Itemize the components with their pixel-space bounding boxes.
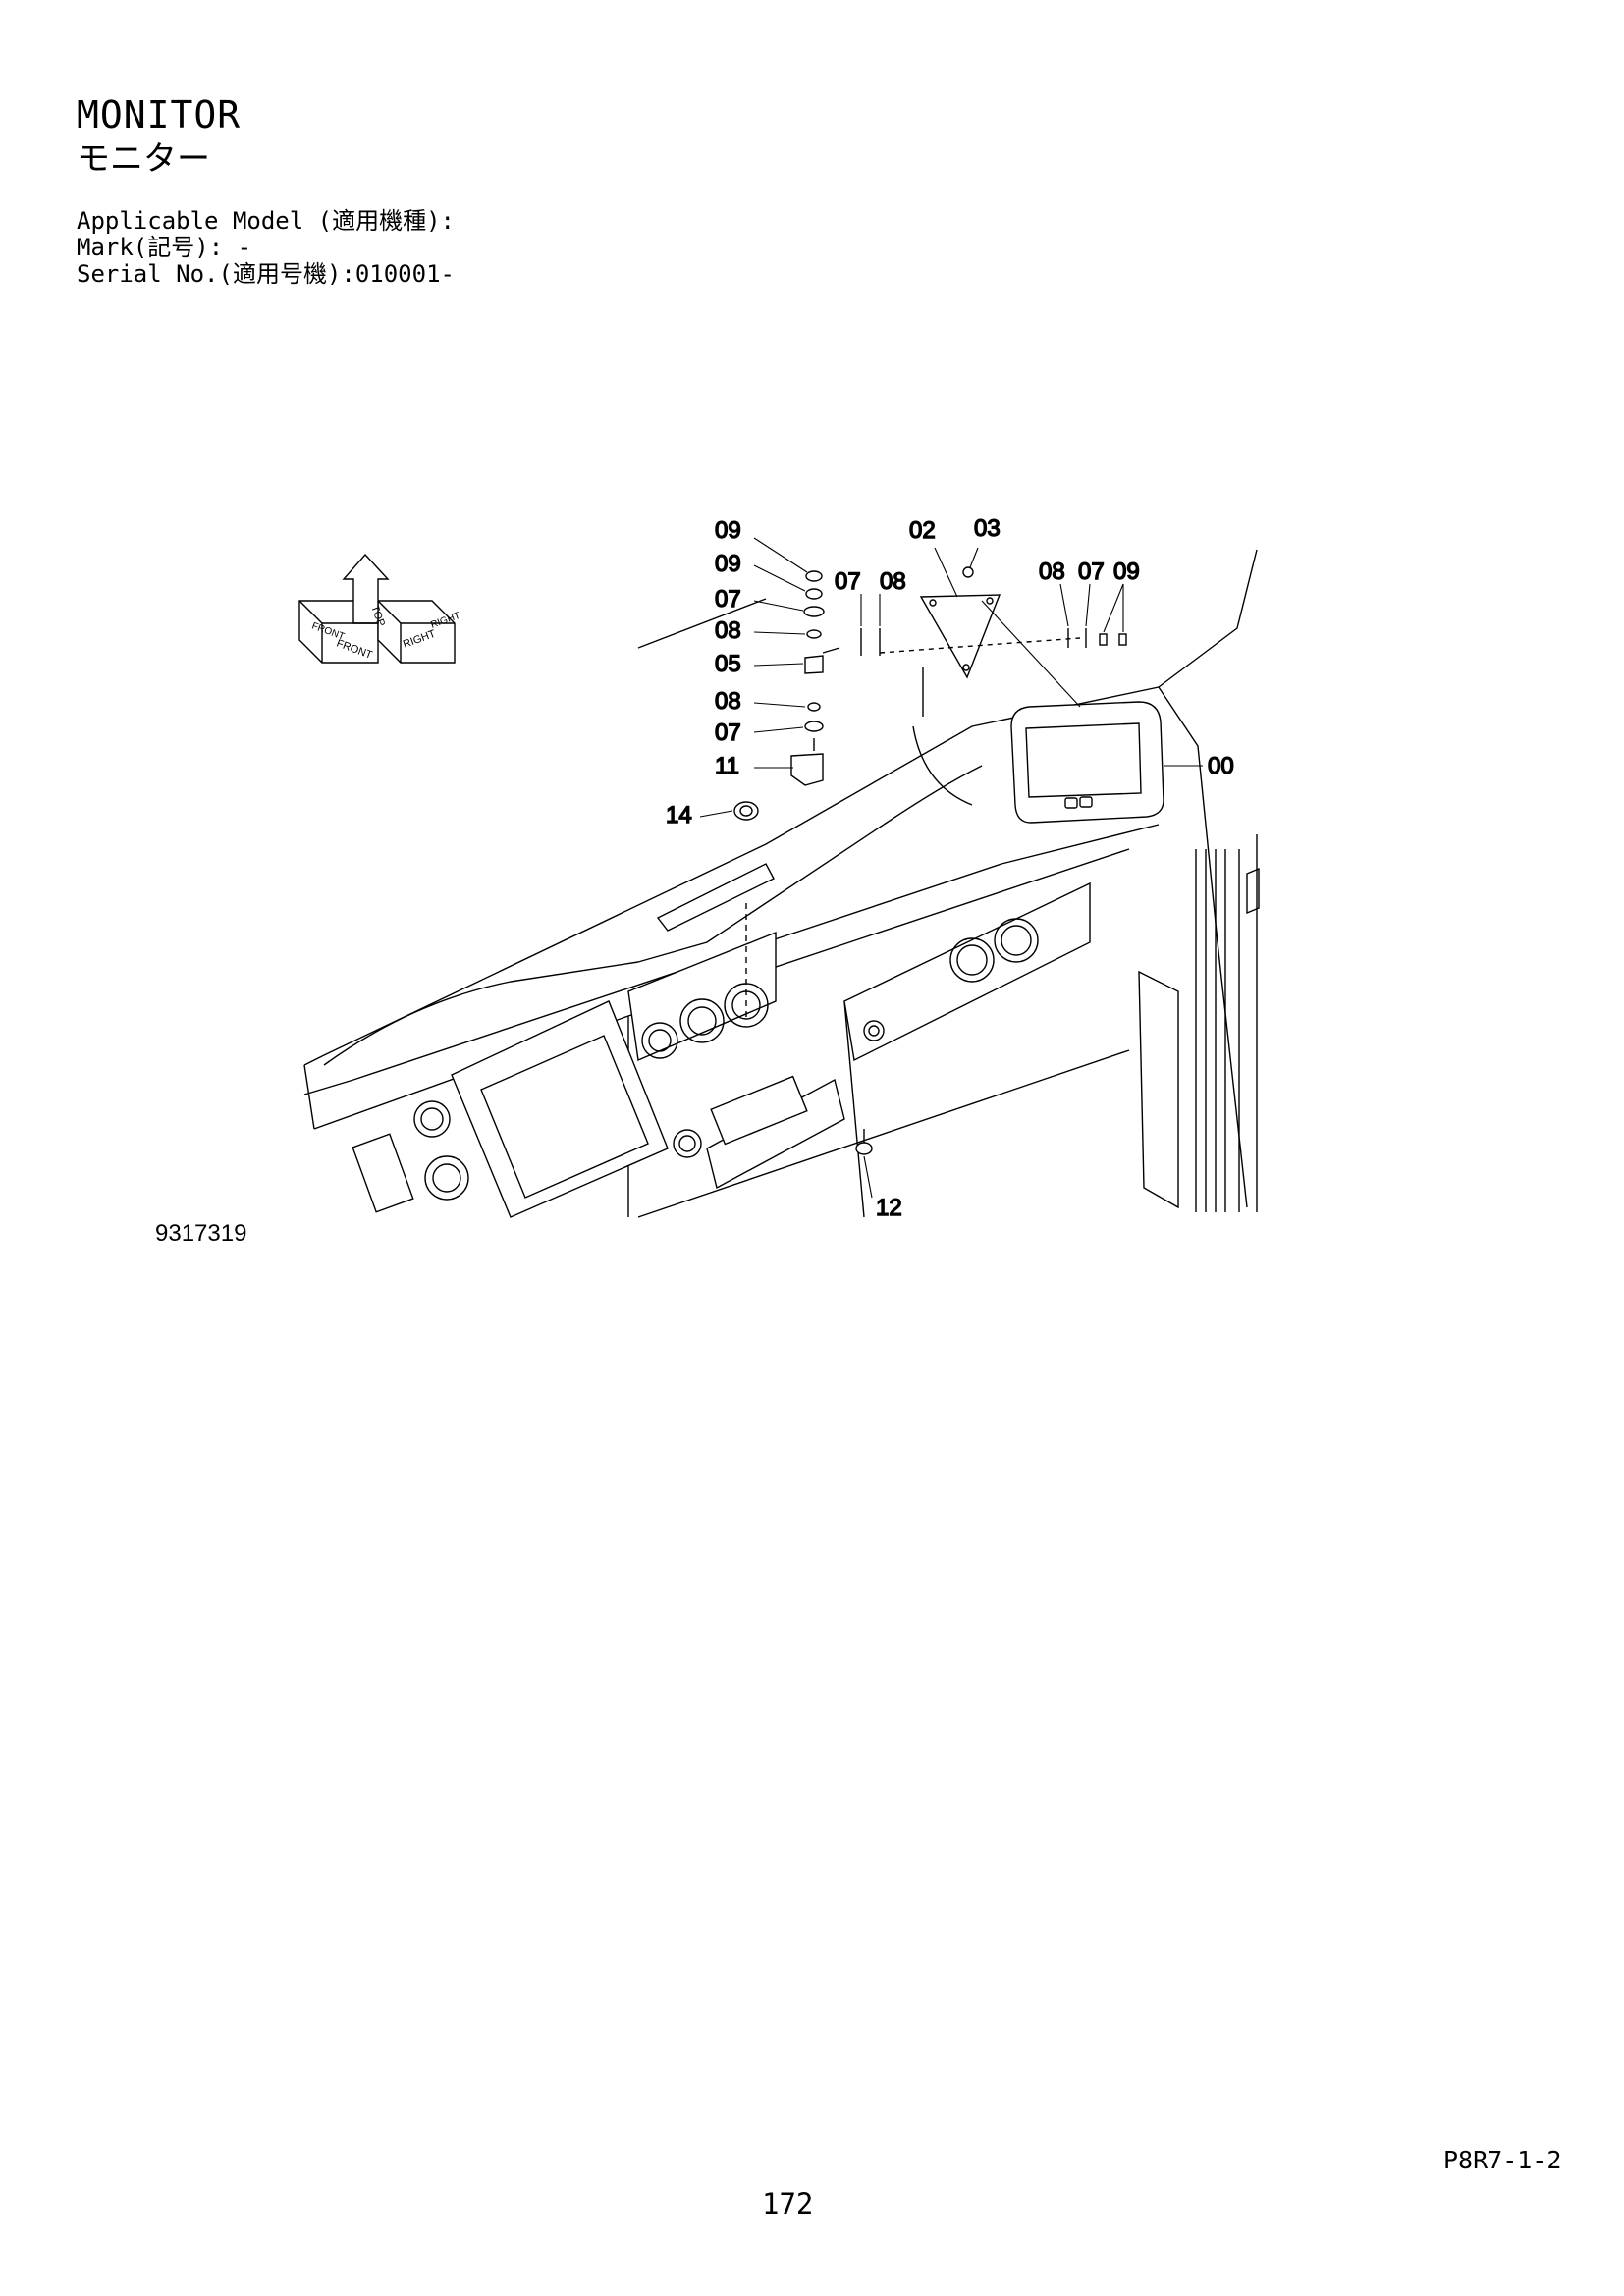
page-title: MONITOR (77, 93, 242, 136)
callout-14: 14 (666, 802, 692, 828)
callout-09-a: 09 (715, 517, 741, 544)
callout-08-d: 08 (1039, 559, 1065, 585)
page-title-japanese: モニター (77, 139, 210, 179)
cab-pillars (1138, 834, 1260, 1212)
callout-09-c: 09 (1113, 559, 1140, 585)
orientation-symbol: FRONT RIGHT TOP FRONT RIGHT (298, 553, 461, 664)
callout-07-a: 07 (715, 586, 741, 613)
fasteners (733, 570, 1127, 1155)
serial-number: Serial No.(適用号機):010001- (77, 260, 455, 288)
parts-diagram: FRONT RIGHT TOP FRONT RIGHT (298, 514, 1260, 1222)
instrument-panel (352, 598, 1091, 1218)
callout-08-c: 08 (880, 568, 906, 595)
callout-03: 03 (974, 515, 1001, 542)
callout-05: 05 (715, 651, 741, 677)
callout-08-a: 08 (715, 617, 741, 644)
callout-07-d: 07 (1078, 559, 1105, 585)
drawing-number: 9317319 (155, 1220, 247, 1247)
page-code: P8R7-1-2 (1443, 2146, 1562, 2174)
callout-07-b: 07 (715, 720, 741, 746)
callout-08-b: 08 (715, 688, 741, 715)
callout-02: 02 (909, 517, 936, 544)
callout-09-b: 09 (715, 551, 741, 577)
monitor-unit (1010, 701, 1164, 824)
mark: Mark(記号): - (77, 234, 252, 261)
applicable-model: Applicable Model (適用機種): (77, 207, 455, 235)
callouts: 09 09 07 08 05 08 07 11 14 02 03 07 08 0… (665, 514, 1234, 1221)
callout-11: 11 (715, 753, 739, 779)
bracket-02 (919, 566, 1001, 679)
callout-00: 00 (1208, 753, 1234, 779)
page-number: 172 (762, 2187, 814, 2220)
ceiling-strip (656, 863, 775, 1021)
leader-lines (699, 537, 1203, 1199)
applicability-info: Applicable Model (適用機種): Mark(記号): - Ser… (77, 208, 455, 288)
callout-07-c: 07 (835, 568, 861, 595)
callout-12: 12 (876, 1195, 902, 1221)
